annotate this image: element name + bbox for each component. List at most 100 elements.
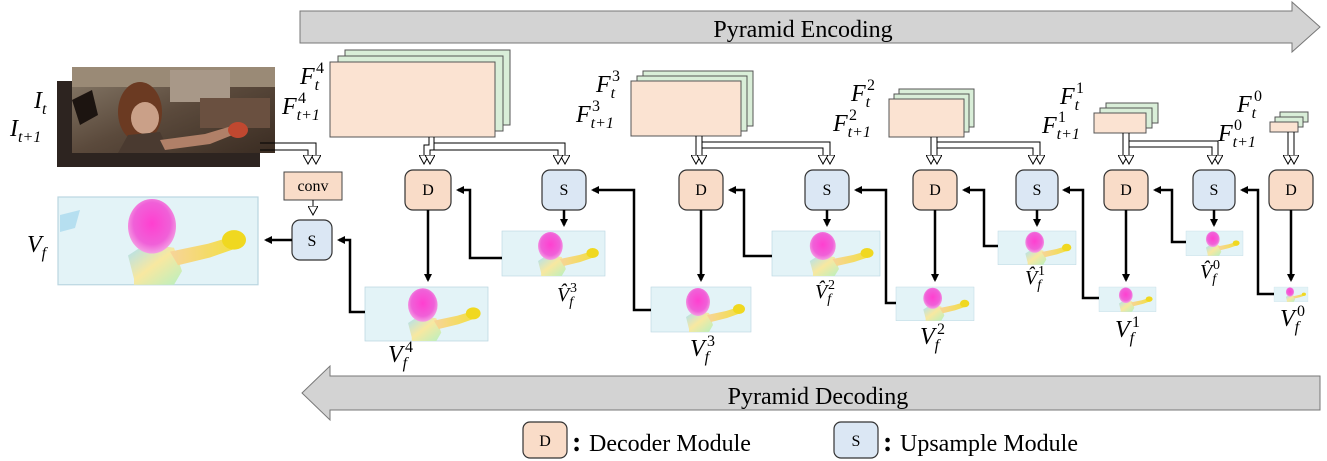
svg-text:D: D	[1120, 182, 1132, 199]
feature-split-arrows-2	[931, 137, 1040, 162]
flow-v4-image	[364, 286, 489, 342]
upsample-module-level-2: S	[804, 169, 850, 211]
svg-text:Vf: Vf	[388, 342, 410, 372]
svg-text:4: 4	[316, 60, 324, 77]
svg-text:D: D	[929, 182, 941, 199]
svg-text:2: 2	[867, 77, 875, 94]
flow-vhat3-image	[501, 230, 606, 277]
svg-text:Ft: Ft	[850, 81, 871, 111]
flow-vhat1-label: V̂f 1	[1025, 264, 1045, 293]
flow-vhat1-image	[997, 230, 1077, 266]
frame-label-t: It	[33, 88, 47, 118]
svg-text:4: 4	[298, 90, 306, 107]
v3-to-s3-arrow	[591, 186, 651, 312]
output-flow-bg-shade	[60, 210, 80, 232]
vhat3-to-d4-arrow	[456, 186, 502, 260]
svg-text:0: 0	[1254, 88, 1262, 105]
decoder-module-level-1: D	[1103, 169, 1149, 211]
flow-vhat2-image	[771, 230, 881, 277]
flow-vhat0-label: V̂f 0	[1200, 258, 1220, 287]
svg-text:1: 1	[1058, 109, 1066, 126]
feature-block-level-4	[329, 49, 511, 138]
svg-text:0: 0	[1213, 258, 1220, 273]
decoder-module-level-4: D	[404, 169, 452, 211]
feature-block-level-2	[888, 88, 975, 138]
upsample-module-level-0: S	[1192, 169, 1236, 211]
flow-v1-label: Vf 1	[1115, 314, 1140, 347]
svg-text:3: 3	[707, 333, 715, 350]
svg-text:2: 2	[937, 321, 945, 338]
svg-text:Ft+1: Ft+1	[1217, 121, 1256, 151]
feature-label-level-4: Ft 4 Ft+1 4	[281, 60, 324, 124]
flow-v2-image	[895, 286, 975, 322]
flow-v0-image	[1273, 286, 1309, 303]
v0-to-s0-arrow	[1240, 186, 1274, 296]
final-upsample-module: S	[291, 219, 333, 261]
svg-text:2: 2	[849, 107, 857, 124]
flow-v1-image	[1098, 286, 1157, 313]
vhat2-to-d3-arrow	[728, 186, 772, 258]
svg-text:Vf: Vf	[27, 232, 49, 262]
svg-text:D: D	[422, 182, 434, 199]
flow-v0-label: Vf 0	[1280, 303, 1305, 336]
svg-text:3: 3	[612, 68, 620, 85]
svg-text:Ft: Ft	[1236, 92, 1257, 122]
svg-text:S: S	[823, 182, 832, 199]
feature-split-arrows-0	[1288, 132, 1294, 162]
pyramid-encoding-banner: Pyramid Encoding	[299, 0, 1321, 54]
svg-text:V̂f: V̂f	[557, 283, 575, 310]
svg-text:Vf: Vf	[1115, 317, 1137, 347]
svg-text:1: 1	[1132, 314, 1140, 331]
feature-block-level-1	[1093, 102, 1159, 134]
svg-text:Decoder Module: Decoder Module	[589, 431, 751, 457]
decoder-module-level-2: D	[912, 169, 958, 211]
vhat0-to-d1-arrow	[1153, 186, 1186, 244]
feature-block-level-3	[630, 70, 754, 137]
svg-text:Ft: Ft	[595, 72, 616, 102]
svg-text:It+1: It+1	[9, 116, 41, 146]
pyramid-encoding-label: Pyramid Encoding	[713, 17, 892, 43]
feature-split-arrows-3	[696, 136, 830, 162]
feature-block-level-0	[1269, 111, 1309, 133]
svg-text:D: D	[1285, 182, 1297, 199]
svg-text:3: 3	[570, 281, 577, 296]
svg-text:0: 0	[1234, 117, 1242, 134]
v4-to-final-s-arrow	[337, 236, 365, 314]
svg-text:3: 3	[592, 98, 600, 115]
svg-text:S: S	[1210, 182, 1219, 199]
v1-to-s1-arrow	[1062, 186, 1099, 300]
output-flow-label: Vf	[27, 232, 49, 262]
output-flow-image	[57, 196, 259, 286]
svg-text:4: 4	[405, 339, 413, 356]
vhat1-to-d2-arrow	[962, 186, 998, 248]
frame-label-t1: It+1	[9, 116, 41, 146]
flow-vhat0-image	[1185, 230, 1244, 257]
svg-text:1: 1	[1076, 80, 1084, 97]
feature-split-arrows-1	[1123, 133, 1218, 162]
svg-text:2: 2	[828, 278, 835, 293]
conv-box: conv	[283, 171, 343, 201]
svg-text:V̂f: V̂f	[1200, 260, 1218, 287]
svg-text:Ft: Ft	[299, 64, 320, 94]
svg-text::: :	[883, 427, 892, 458]
svg-text:Ft+1: Ft+1	[1041, 113, 1080, 143]
svg-text:D: D	[695, 182, 707, 199]
svg-text:S: S	[560, 182, 569, 199]
feature-label-level-1: Ft 1 Ft+1 1	[1041, 80, 1084, 143]
pyramid-decoding-banner: Pyramid Decoding	[301, 364, 1321, 422]
svg-text:Upsample Module: Upsample Module	[900, 431, 1078, 457]
decoder-module-level-3: D	[678, 169, 724, 211]
feature-split-arrows-4	[424, 137, 565, 162]
svg-text:Vf: Vf	[1280, 306, 1302, 336]
svg-text:S: S	[308, 233, 317, 250]
flow-v4-label: Vf 4	[388, 339, 413, 372]
svg-text:Vf: Vf	[920, 324, 942, 354]
flow-vhat2-label: V̂f 2	[815, 278, 835, 307]
upsample-module-level-1: S	[1015, 169, 1059, 211]
flow-v3-label: Vf 3	[690, 333, 715, 366]
svg-text:V̂f: V̂f	[815, 280, 833, 307]
svg-text:It: It	[33, 88, 47, 118]
flow-vhat3-label: V̂f 3	[557, 281, 577, 310]
v2-to-s2-arrow	[854, 186, 896, 305]
